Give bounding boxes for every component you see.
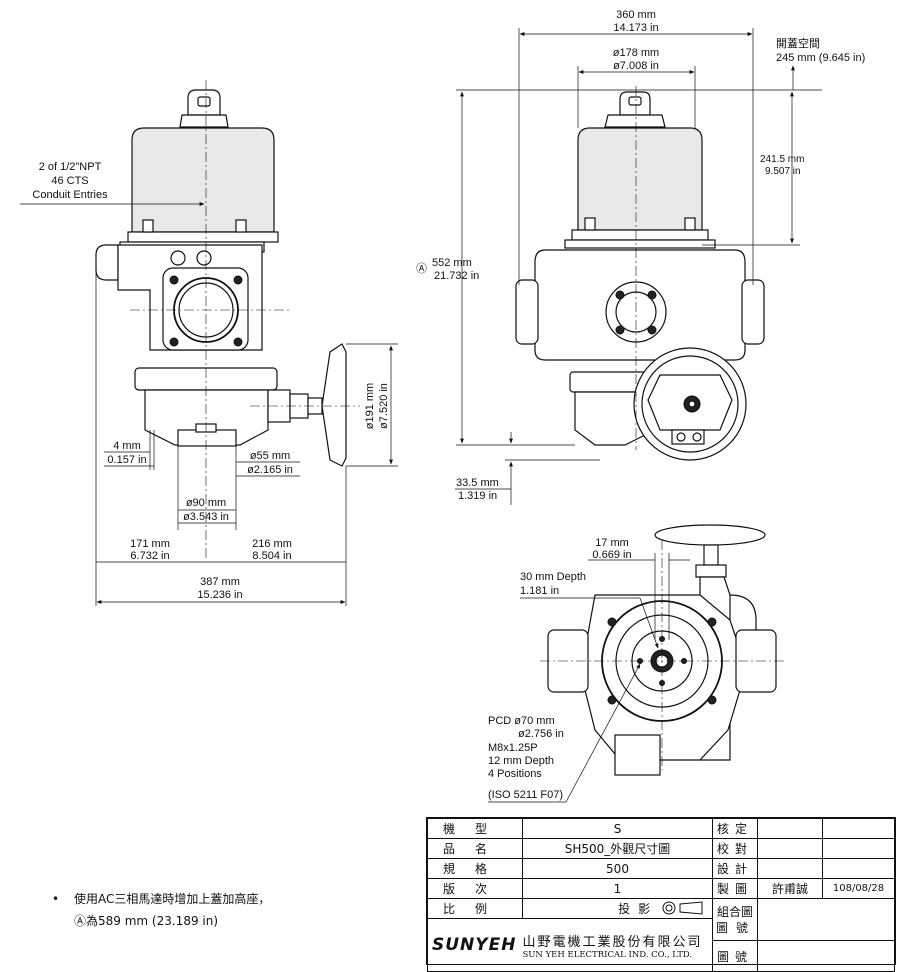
drawing-no-label: 圖號 xyxy=(712,940,758,972)
dim-552-in: 21.732 in xyxy=(434,270,479,282)
pcd-note-line6: (ISO 5211 F07) xyxy=(488,789,563,801)
pcd-note-line3: M8x1.25P xyxy=(488,742,538,754)
dim-241-in: 9.507 in xyxy=(765,166,801,177)
dim-90-in: ø3.543 in xyxy=(183,511,229,523)
product-value: SH500_外觀尺寸圖 xyxy=(522,838,713,859)
footnote-bullet: • xyxy=(52,892,60,906)
conduit-note-line1: 2 of 1/2"NPT xyxy=(39,161,102,173)
dim-33-mm: 33.5 mm xyxy=(456,477,499,489)
title-block: 機型 S 核定 品名 SH500_外觀尺寸圖 校對 規格 500 設計 版次 1… xyxy=(426,817,896,972)
dim-171-in: 6.732 in xyxy=(130,550,169,562)
check-label: 校對 xyxy=(712,838,758,859)
check-date-cell xyxy=(822,838,895,859)
check-cell xyxy=(757,838,823,859)
design-date-cell xyxy=(822,858,895,879)
assembly-label-line1: 組合圖 xyxy=(716,904,753,919)
dim-552-marker: Ⓐ xyxy=(416,262,427,275)
front-view: 360 mm 14.173 in ø178 mm ø7.008 in 開蓋空間 … xyxy=(416,9,865,505)
dim-17-in: 0.669 in xyxy=(592,549,631,561)
dim-4-in: 0.157 in xyxy=(107,454,146,466)
spec-value: 500 xyxy=(522,858,713,879)
footnote-line2: Ⓐ為589 mm (23.189 in) xyxy=(74,914,219,928)
company-logo: SUNYEH xyxy=(432,935,517,955)
projection-cell: 投影 xyxy=(522,898,713,919)
pcd-note-line1: PCD ø70 mm xyxy=(488,715,555,727)
side-view: 2 of 1/2"NPT 46 CTS Conduit Entries 4 mm… xyxy=(20,80,398,606)
conduit-note-line2: 46 CTS xyxy=(51,175,88,187)
projection-label: 投影 xyxy=(618,901,659,916)
model-value: S xyxy=(522,818,713,839)
dim-360-mm: 360 mm xyxy=(616,9,656,21)
pcd-note-line5: 4 Positions xyxy=(488,768,542,780)
design-label: 設計 xyxy=(712,858,758,879)
dim-191-mm: ø191 mm xyxy=(364,383,376,429)
pcd-note-line4: 12 mm Depth xyxy=(488,755,554,767)
assembly-cell: 組合圖 圖號 xyxy=(712,898,758,941)
projection-symbol-icon xyxy=(662,900,706,918)
drawing-no-cell xyxy=(757,940,895,972)
company-name-en: SUN YEH ELECTRICAL IND. CO., LTD. xyxy=(522,949,693,960)
conduit-note-line3: Conduit Entries xyxy=(32,189,108,201)
drawn-date: 108/08/28 xyxy=(822,878,895,899)
dim-241-mm: 241.5 mm xyxy=(760,154,804,165)
dim-55-mm: ø55 mm xyxy=(250,450,290,462)
dim-387-mm: 387 mm xyxy=(200,576,240,588)
dim-191-in: ø7.520 in xyxy=(378,383,390,429)
dim-552-mm: 552 mm xyxy=(432,257,472,269)
bottom-view: 17 mm 0.669 in 30 mm Depth 1.181 in PCD … xyxy=(488,524,785,803)
product-label: 品名 xyxy=(427,838,523,859)
dim-178-in: ø7.008 in xyxy=(613,60,659,72)
drawn-by: 許甫誠 xyxy=(757,878,823,899)
approve-label: 核定 xyxy=(712,818,758,839)
dim-216-in: 8.504 in xyxy=(252,550,291,562)
model-label: 機型 xyxy=(427,818,523,839)
dim-90-mm: ø90 mm xyxy=(186,497,226,509)
scale-label: 比例 xyxy=(427,898,523,919)
dim-55-in: ø2.165 in xyxy=(247,464,293,476)
approve-date-cell xyxy=(822,818,895,839)
cover-clearance-value: 245 mm (9.645 in) xyxy=(776,52,865,64)
depth-30-mm: 30 mm Depth xyxy=(520,571,586,583)
dim-360-in: 14.173 in xyxy=(613,22,658,34)
dim-387-in: 15.236 in xyxy=(197,589,242,601)
footnote: • 使用AC三相馬達時增加上蓋加高座， Ⓐ為589 mm (23.189 in) xyxy=(52,888,270,932)
version-value: 1 xyxy=(522,878,713,899)
spec-label: 規格 xyxy=(427,858,523,879)
dim-33-in: 1.319 in xyxy=(458,490,497,502)
approve-cell xyxy=(757,818,823,839)
company-name-cn: 山野電機工業股份有限公司 xyxy=(522,934,703,950)
dim-178-mm: ø178 mm xyxy=(613,47,659,59)
cover-clearance-label: 開蓋空間 xyxy=(776,36,820,50)
assembly-label-line2: 圖號 xyxy=(716,920,757,935)
assembly-number-cell xyxy=(757,898,895,941)
footnote-line1: 使用AC三相馬達時增加上蓋加高座， xyxy=(74,892,271,906)
drawn-label: 製圖 xyxy=(712,878,758,899)
design-cell xyxy=(757,858,823,879)
dim-17-mm: 17 mm xyxy=(595,537,629,549)
version-label: 版次 xyxy=(427,878,523,899)
depth-30-in: 1.181 in xyxy=(520,585,559,597)
dim-4-mm: 4 mm xyxy=(113,440,141,452)
pcd-note-line2: ø2.756 in xyxy=(518,728,564,740)
dim-216-mm: 216 mm xyxy=(252,538,292,550)
dim-171-mm: 171 mm xyxy=(130,538,170,550)
company-cell: SUNYEH 山野電機工業股份有限公司 SUN YEH ELECTRICAL I… xyxy=(427,918,713,972)
